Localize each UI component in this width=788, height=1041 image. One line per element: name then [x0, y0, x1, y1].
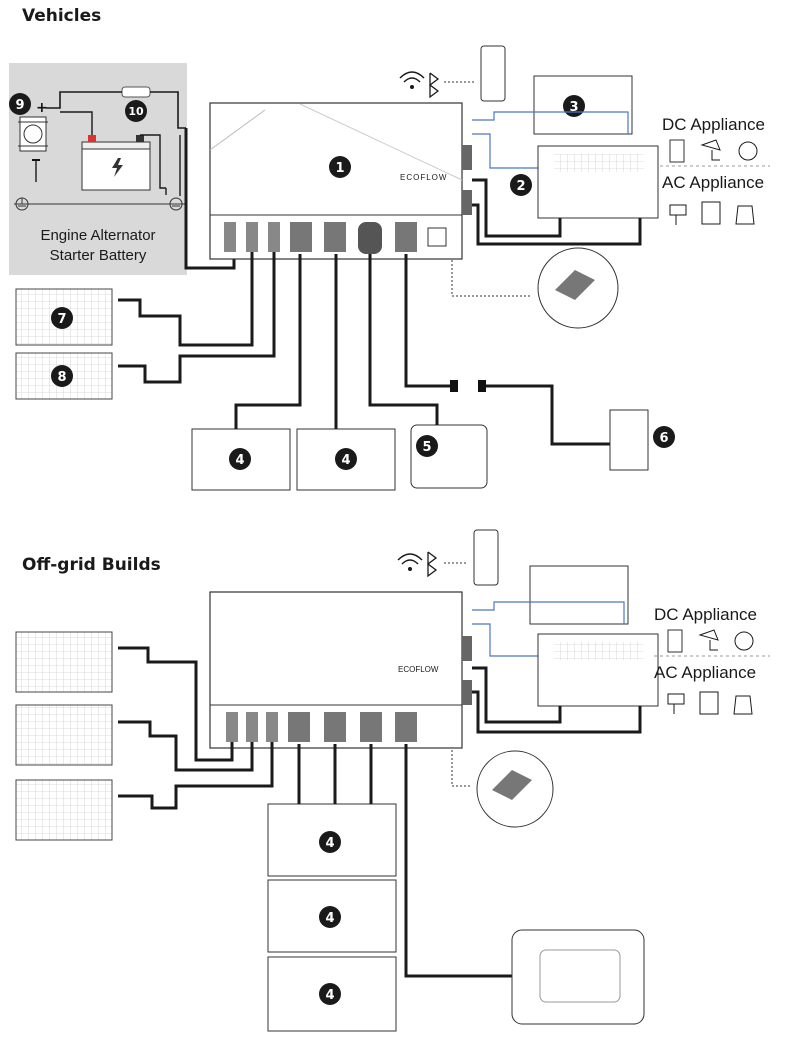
- bluetooth-icon-2: [426, 551, 438, 578]
- shore-power-6: [609, 409, 649, 471]
- ac-appliance-label: AC Appliance: [662, 173, 764, 192]
- fan-icon: [738, 141, 758, 161]
- ac-icons: [669, 201, 755, 225]
- badge-9-text: 9: [15, 98, 24, 113]
- badge-4c-text: 4: [325, 836, 334, 851]
- section-title-offgrid: Off-grid Builds: [22, 555, 161, 575]
- badge-4c: [319, 831, 341, 853]
- badge-5-text: 5: [422, 440, 431, 455]
- solar-panel-c: [15, 779, 113, 841]
- badge-6: [653, 426, 675, 448]
- dc-appliance-label-2: DC Appliance: [654, 605, 757, 624]
- badge-1: [329, 156, 351, 178]
- alternator: +: [18, 100, 48, 161]
- dc-icons: [669, 139, 758, 163]
- badge-1-text: 1: [335, 161, 344, 176]
- badge-2: [510, 174, 532, 196]
- engine-label-line2: Starter Battery: [50, 247, 147, 264]
- kettle-icon: [735, 205, 755, 225]
- badge-4b: [335, 448, 357, 470]
- section-title-vehicles: Vehicles: [22, 6, 102, 26]
- ac-appliance-label-2: AC Appliance: [654, 663, 756, 682]
- bluetooth-icon: [428, 72, 440, 99]
- device-3b: [529, 565, 629, 625]
- wifi-icon: [399, 71, 425, 89]
- generator-offgrid: [511, 929, 645, 1025]
- hub-brand: ECOFLOW: [400, 173, 447, 182]
- bolt-icon: [112, 158, 123, 177]
- badge-8-text: 8: [57, 370, 66, 385]
- badge-4a-text: 4: [235, 453, 244, 468]
- badge-9: [9, 93, 31, 115]
- badge-7: [51, 307, 73, 329]
- fan-icon-2: [734, 631, 754, 651]
- hair-dryer-icon: [669, 204, 687, 225]
- coffee-maker-icon: [701, 201, 721, 225]
- kettle-icon-2: [733, 695, 753, 715]
- fuse: [121, 86, 151, 98]
- badge-4e: [319, 983, 341, 1005]
- ground-icon: [14, 197, 186, 211]
- hub-brand-2: ECOFLOW: [398, 665, 439, 674]
- battery-stack-3: [267, 956, 397, 1032]
- badge-5: [416, 435, 438, 457]
- badge-7-text: 7: [57, 312, 66, 327]
- phone-icon-2: [473, 529, 499, 586]
- solar-panel-b: [15, 704, 113, 766]
- badge-4a: [229, 448, 251, 470]
- fridge-icon: [669, 139, 685, 163]
- badge-4d: [319, 906, 341, 928]
- badge-3-text: 3: [569, 100, 578, 115]
- coffee-maker-icon-2: [699, 691, 719, 715]
- fridge-icon-2: [667, 629, 683, 653]
- starter-battery: [81, 135, 151, 191]
- badge-10: [125, 100, 147, 122]
- generator-5: [410, 424, 488, 489]
- badge-2-text: 2: [516, 179, 525, 194]
- wifi-icon-2: [397, 553, 423, 571]
- svg-text:+: +: [36, 100, 48, 116]
- lamp-icon: [700, 139, 721, 161]
- power-hub: ECOFLOW: [209, 102, 472, 260]
- lamp-icon-2: [698, 629, 719, 651]
- dc-appliance-label: DC Appliance: [662, 115, 765, 134]
- badge-8: [51, 365, 73, 387]
- badge-6-text: 6: [659, 431, 668, 446]
- solar-panel-a: [15, 631, 113, 693]
- badge-4d-text: 4: [325, 911, 334, 926]
- badge-4e-text: 4: [325, 988, 334, 1003]
- phone-icon: [480, 45, 506, 102]
- badge-4b-text: 4: [341, 453, 350, 468]
- badge-10-text: 10: [128, 105, 144, 118]
- engine-label-line1: Engine Alternator: [40, 227, 155, 244]
- hair-dryer-icon-2: [667, 693, 685, 714]
